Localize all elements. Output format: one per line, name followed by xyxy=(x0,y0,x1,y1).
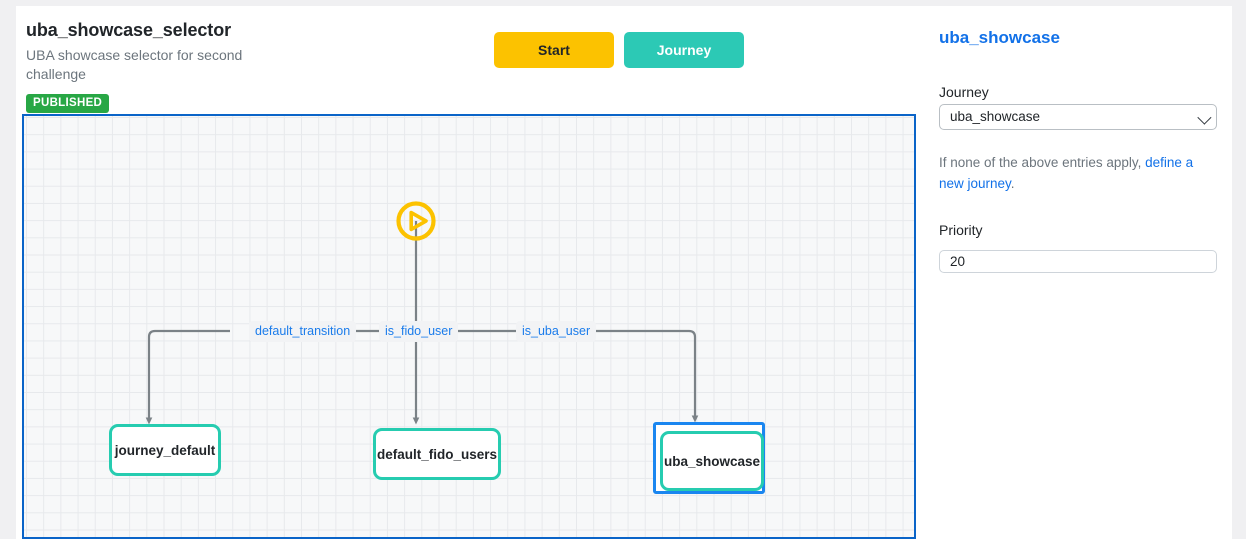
journey-button[interactable]: Journey xyxy=(624,32,744,68)
play-circle-icon xyxy=(396,201,436,241)
node-uba-showcase-selection-ring[interactable]: uba_showcase xyxy=(653,422,765,494)
journey-hint: If none of the above entries apply, defi… xyxy=(939,152,1221,194)
journey-select-value: uba_showcase xyxy=(950,109,1041,124)
chevron-down-icon xyxy=(1197,110,1212,125)
journey-select[interactable]: uba_showcase xyxy=(939,104,1217,130)
node-uba-showcase[interactable]: uba_showcase xyxy=(660,431,764,491)
app-page: uba_showcase_selector UBA showcase selec… xyxy=(16,6,1232,539)
edge-label-default-transition[interactable]: default_transition xyxy=(249,321,357,342)
edge-label-is-uba-user[interactable]: is_uba_user xyxy=(516,321,597,342)
journey-hint-prefix: If none of the above entries apply, xyxy=(939,155,1146,170)
properties-panel: uba_showcase Journey uba_showcase If non… xyxy=(939,14,1232,539)
start-button[interactable]: Start xyxy=(494,32,614,68)
define-new-journey-link[interactable]: define a new journey xyxy=(939,155,1194,191)
panel-title: uba_showcase xyxy=(939,28,1060,47)
journey-select-box[interactable]: uba_showcase xyxy=(939,104,1217,130)
page-subtitle: UBA showcase selector for second challen… xyxy=(26,47,243,82)
journey-field-label: Journey xyxy=(939,84,989,100)
node-journey-default[interactable]: journey_default xyxy=(109,424,221,476)
priority-input[interactable] xyxy=(939,250,1217,273)
priority-field-label: Priority xyxy=(939,222,983,238)
start-node[interactable] xyxy=(395,200,437,242)
status-badge: PUBLISHED xyxy=(26,94,110,113)
flow-canvas[interactable]: default_transition is_fido_user is_uba_u… xyxy=(22,114,916,539)
page-header: uba_showcase_selector UBA showcase selec… xyxy=(16,6,1232,113)
journey-hint-suffix: . xyxy=(1010,176,1015,191)
page-title: uba_showcase_selector xyxy=(26,20,232,40)
node-default-fido-users[interactable]: default_fido_users xyxy=(373,428,501,480)
edge-label-is-fido-user[interactable]: is_fido_user xyxy=(379,321,459,342)
